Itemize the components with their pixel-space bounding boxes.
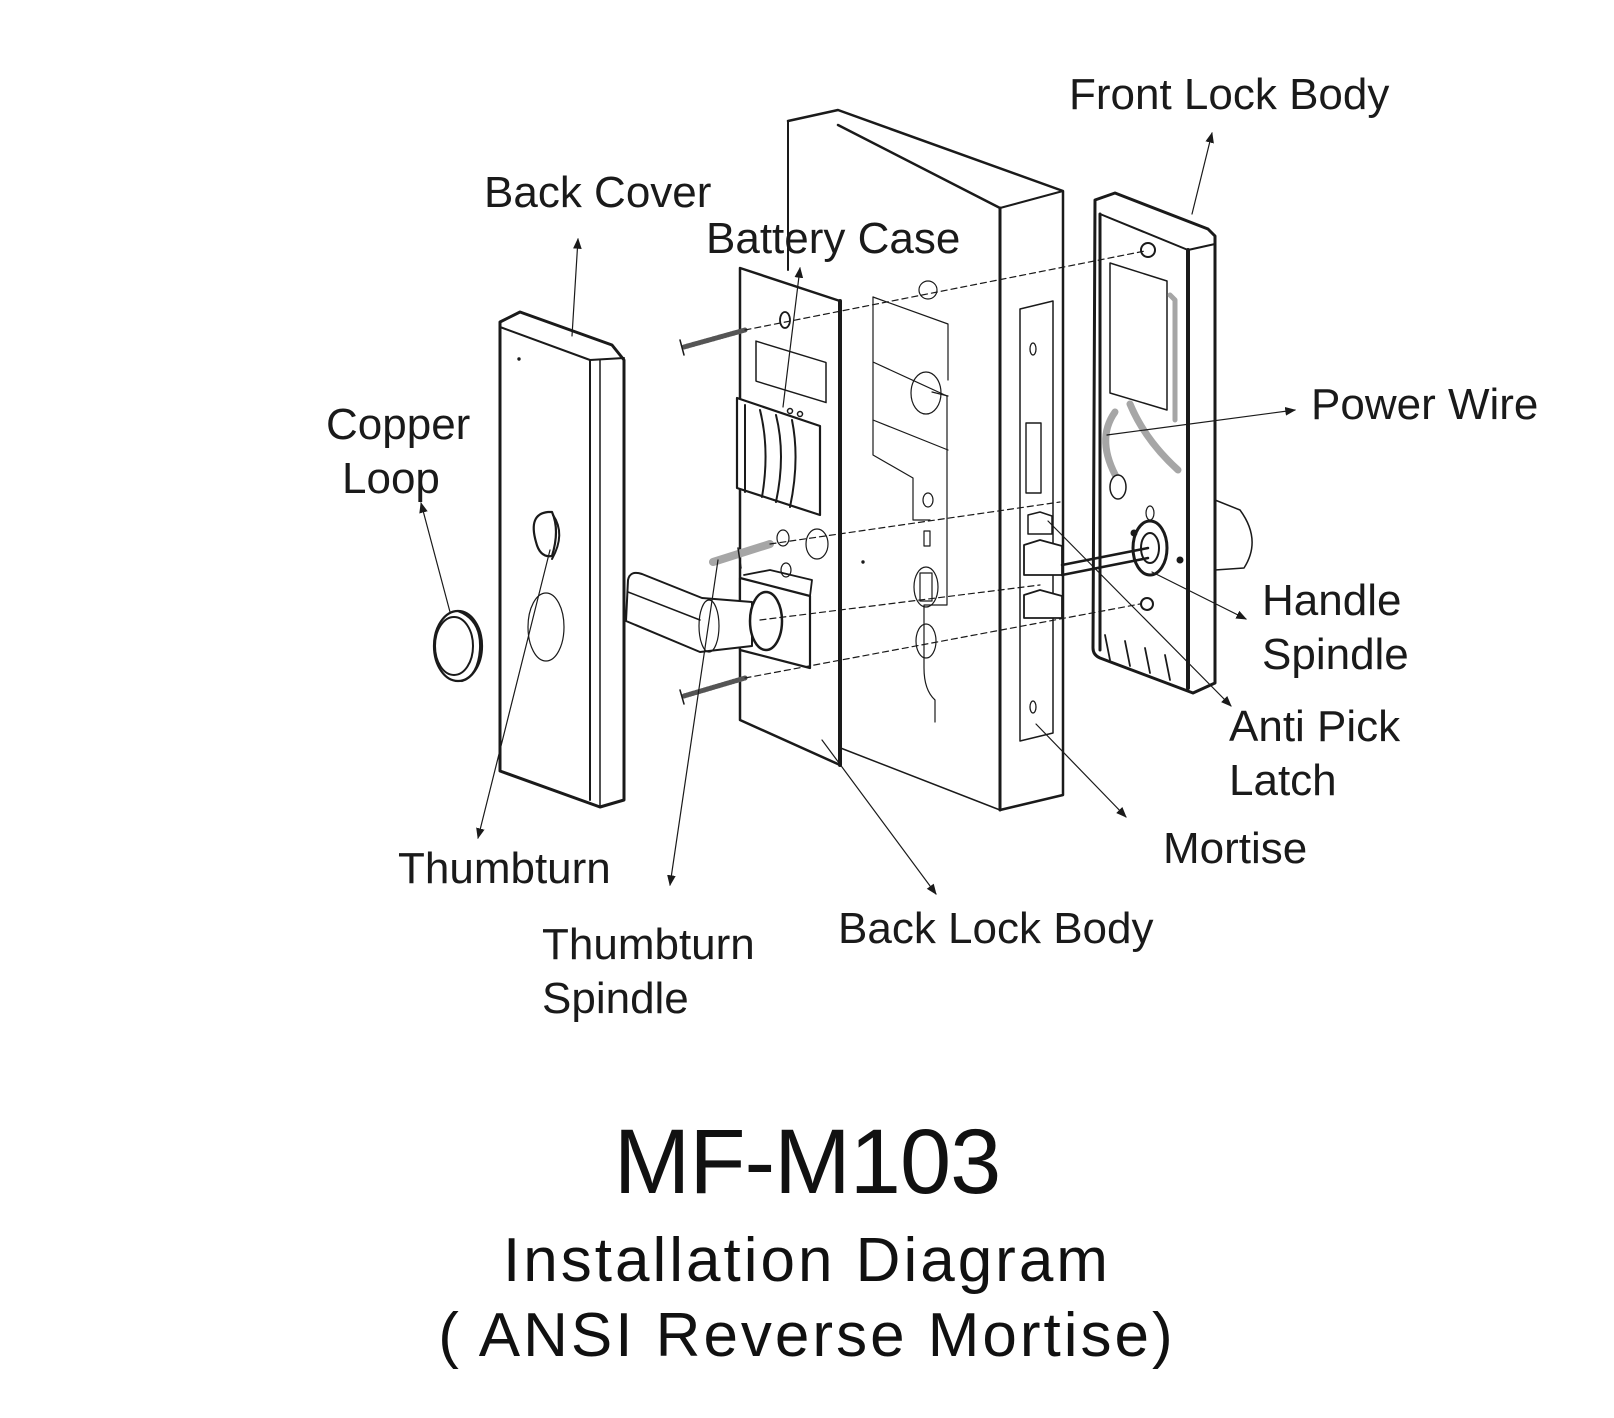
diagram-subtitle-variant: ( ANSI Reverse Mortise): [438, 1301, 1176, 1370]
thumbturn-arrow: [476, 549, 551, 840]
label-handle-spindle-line2: Spindle: [1262, 630, 1409, 679]
back-lock-body-part: [735, 266, 865, 767]
label-handle-spindle-line1: Handle: [1262, 576, 1402, 625]
label-thumbturn-spindle-line1: Thumbturn: [542, 920, 755, 969]
label-copper-loop-line1: Copper: [326, 400, 471, 449]
label-anti-pick-latch-line1: Anti Pick: [1229, 702, 1401, 751]
label-copper-loop-line2: Loop: [342, 454, 440, 503]
front-lock-body-arrow: [1191, 131, 1214, 215]
label-back-lock-body: Back Lock Body: [838, 904, 1154, 953]
copper-loop-arrow: [419, 501, 451, 613]
battery-case-arrow: [782, 266, 804, 408]
door-mortise-block: [786, 108, 1065, 812]
label-battery-case: Battery Case: [706, 214, 961, 263]
back-cover-arrow: [571, 237, 582, 337]
front-lock-body-part: [1060, 191, 1253, 695]
label-thumbturn-spindle: Thumbturn Spindle: [542, 918, 755, 1026]
label-mortise: Mortise: [1163, 824, 1308, 873]
label-anti-pick-latch-line2: Latch: [1229, 756, 1337, 805]
leader-arrows: [419, 131, 1297, 895]
back-lock-body-arrow: [821, 739, 937, 895]
label-power-wire: Power Wire: [1311, 380, 1539, 429]
label-back-cover: Back Cover: [484, 168, 712, 217]
alignment-lines: [744, 250, 1146, 679]
back-cover-part: [498, 310, 626, 809]
mortise-arrow: [1035, 723, 1127, 818]
model-title: MF-M103: [613, 1111, 1002, 1213]
label-anti-pick-latch: Anti Pick Latch: [1229, 700, 1400, 808]
label-handle-spindle: Handle Spindle: [1262, 574, 1409, 682]
label-front-lock-body: Front Lock Body: [1069, 70, 1390, 119]
diagram-subtitle: Installation Diagram: [503, 1226, 1111, 1295]
label-thumbturn-spindle-line2: Spindle: [542, 974, 689, 1023]
label-thumbturn: Thumbturn: [398, 844, 611, 893]
copper-loop-part: [432, 609, 484, 683]
lever-handle-part: [625, 571, 784, 653]
label-copper-loop: Copper Loop: [326, 398, 470, 506]
screws-and-spindle: [679, 327, 774, 705]
handle-spindle-arrow: [1151, 571, 1247, 620]
power-wire-arrow: [1106, 406, 1297, 436]
thumbturn-spindle-arrow: [667, 559, 719, 887]
anti-pick-latch-arrow: [1047, 520, 1232, 707]
